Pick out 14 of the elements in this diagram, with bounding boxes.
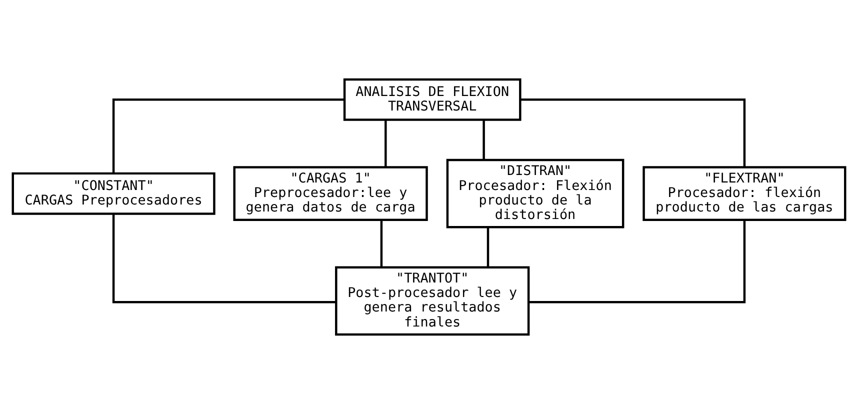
connector: [380, 220, 383, 267]
node-box: "FLEXTRAN" Procesador: flexión producto de las cargas: [642, 166, 846, 220]
connector: [112, 213, 336, 303]
node-box: "DISTRAN" Procesador: Flexión producto de la distorsión: [446, 158, 624, 228]
connector: [486, 226, 490, 267]
node-box: "CARGAS 1" Preprocesador:lee y genera datos de carga: [233, 166, 428, 220]
node-box: "CONSTANT" CARGAS Preprocesadores: [12, 172, 216, 214]
connector: [384, 120, 387, 167]
connector: [520, 98, 746, 166]
node-box: ANALISIS DE FLEXION TRANSVERSAL: [343, 78, 522, 120]
node-box: "TRANTOT" Post-procesador lee y genera resultados finales: [335, 266, 530, 336]
connector: [528, 220, 746, 303]
connector: [482, 120, 485, 160]
connector: [112, 98, 344, 173]
